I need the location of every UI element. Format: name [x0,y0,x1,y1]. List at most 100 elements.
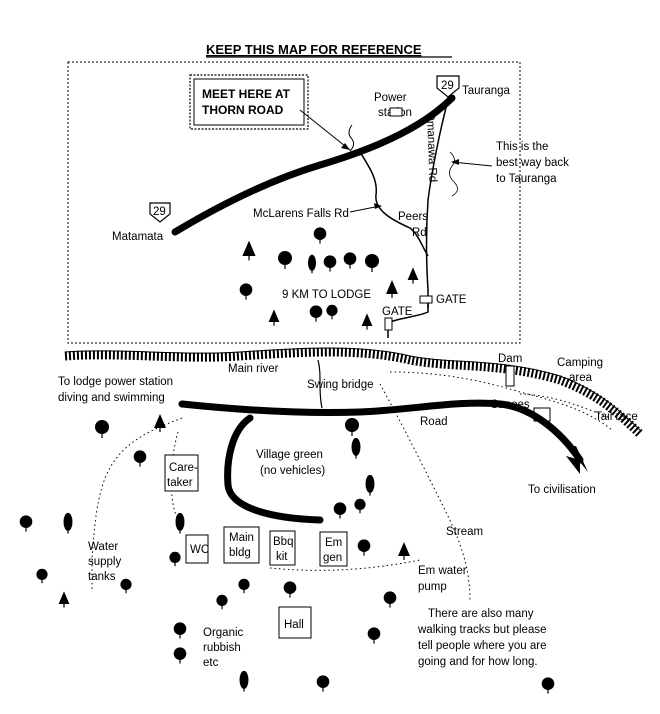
tree-icon [154,414,166,432]
highway-29-shield-east: 29 [436,75,460,98]
power-station-marker [389,107,403,117]
tracks-note-line3: tell people where you are [418,640,547,652]
gate-label-east: GATE [436,294,467,306]
tree-icon [216,594,228,610]
power-station-dir-1: To lodge power station [58,376,173,388]
svg-text:Main: Main [229,532,254,544]
tree-icon [398,542,410,560]
power-station-label-1: Power [374,92,407,104]
tracks-note-line4: going and for how long. [418,656,538,668]
organic-rubbish-label-2: rubbish [203,642,241,654]
em-water-pump-label-2: pump [418,581,447,593]
svg-text:Bbq: Bbq [273,536,293,548]
tail-race-label: Tail race [595,411,638,423]
tracks-note-line1: There are also many [428,608,534,620]
svg-text:WC: WC [190,544,209,556]
mclarens-falls-road [359,151,429,257]
power-station-dir-2: diving and swimming [58,392,165,404]
bbq-kitchen-building: Bbq kit [269,530,296,566]
svg-text:kit: kit [276,551,288,563]
tree-icon [278,251,292,269]
gate-marker-east [419,295,433,304]
to-civilisation-label: To civilisation [528,484,596,496]
em-water-pump-label-1: Em water [418,565,467,577]
tree-icon [239,670,249,692]
organic-rubbish-label-3: etc [203,657,219,669]
caretaker-building: Care- taker [164,454,199,492]
tree-icon [309,305,323,322]
main-building: Main bldg [223,526,260,564]
tree-icon [365,474,375,496]
km-to-lodge-label: 9 KM TO LODGE [282,289,371,301]
inset-map-frame [67,61,521,344]
tree-icon [242,240,256,261]
highway-29-shield-west: 29 [149,202,171,223]
stream-label: Stream [446,526,483,538]
tree-icon [361,313,373,330]
tree-icon [351,437,361,459]
svg-text:Care-: Care- [169,462,198,474]
tree-icon [333,502,347,519]
road-label: Road [420,416,448,428]
wc-building: WC [185,534,209,564]
stream [379,383,471,601]
svg-text:29: 29 [153,206,166,218]
tree-icon [541,677,555,694]
tree-icon [58,591,70,608]
village-loop-road [224,414,324,524]
tree-icon [313,227,327,244]
tree-icon [354,498,366,514]
camping-label-2: area [569,372,593,384]
omanawa-rd-label: Omanawa Rd [424,112,438,183]
tree-icon [19,515,33,532]
camping-label-1: Camping [557,357,603,369]
village-green-line2: (no vehicles) [260,465,325,477]
tree-icon [169,551,181,567]
lodge-road [178,399,584,464]
tree-icon [308,254,316,274]
best-way-line2: best way back [496,157,569,169]
tree-icon [63,512,73,534]
svg-text:bldg: bldg [229,547,251,559]
map-title: KEEP THIS MAP FOR REFERENCE [206,42,422,57]
tree-icon [173,622,187,639]
tree-icon [175,512,185,534]
main-river [64,347,644,438]
tree-icon [386,280,398,298]
inset-forest [239,227,419,330]
swing-bridge [317,359,323,409]
meet-here-line1: MEET HERE AT [202,87,291,101]
meet-here-pointer [299,109,351,151]
svg-text:Em: Em [325,537,342,549]
tree-icon [407,267,419,284]
tree-icon [367,627,381,644]
tree-icon [36,568,48,584]
tree-icon [238,578,250,594]
hall-building: Hall [278,606,312,639]
water-supply-label-2: supply [88,556,121,568]
tree-icon [343,252,357,269]
dam-marker [505,365,515,387]
tree-icon [95,420,109,438]
tree-icon [268,309,280,326]
emergency-generator-building: Em gen [319,531,348,567]
gate-label-south: GATE [382,306,413,318]
main-river-label: Main river [228,363,279,375]
swing-bridge-label: Swing bridge [307,379,373,391]
tree-icon [133,450,147,467]
organic-rubbish-label-1: Organic [203,627,244,639]
mclarens-falls-label: McLarens Falls Rd [253,208,349,220]
tree-icon [316,675,330,692]
meet-here-line2: THORN ROAD [202,103,284,117]
dam-label: Dam [498,353,522,365]
water-supply-label-1: Water [88,541,118,553]
svg-text:Hall: Hall [284,619,304,631]
gate-marker-south [384,317,393,331]
state-highway-29 [171,94,456,236]
tracks-note-line2: walking tracks but please [417,624,546,636]
tree-icon [357,539,371,556]
lodge-forest [19,414,555,694]
peers-rd-label-1: Peers [398,211,428,223]
